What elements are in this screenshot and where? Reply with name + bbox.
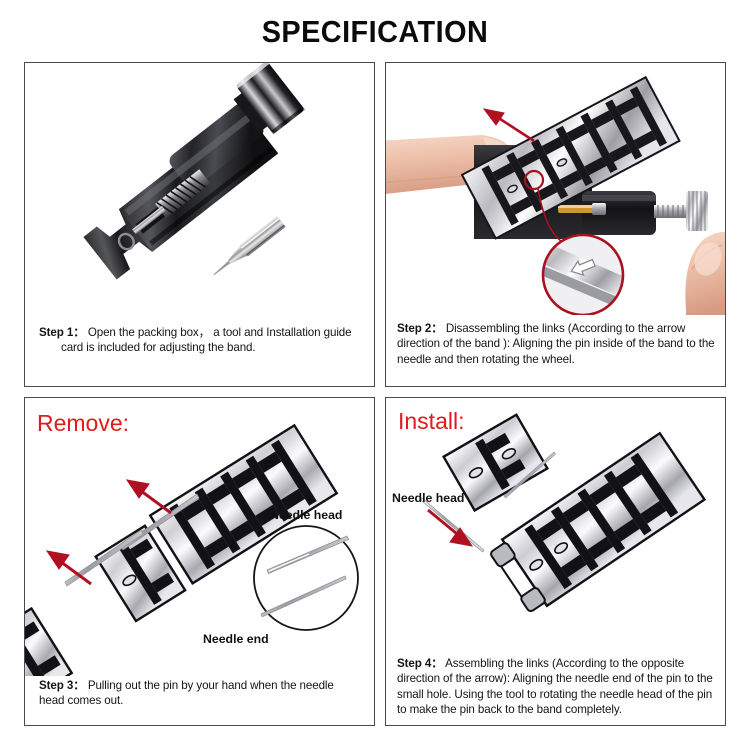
step-4-text-line-1: Assembling the links (According to the o… xyxy=(445,657,685,670)
panel-step-4: Install: xyxy=(385,397,726,726)
step-2-text-line-2: direction of the band ): Aligning the pi… xyxy=(397,337,696,351)
needle-head-label: Needle head xyxy=(392,491,465,505)
step-2-label: Step 2： xyxy=(397,322,443,335)
remove-section-label: Remove: xyxy=(37,410,130,436)
page-title: SPECIFICATION xyxy=(261,14,489,49)
panel-step-3: Remove: xyxy=(24,397,375,726)
step-4-caption: Step 4： Assembling the links (According … xyxy=(397,656,715,718)
panel-1-illustration xyxy=(25,63,374,318)
step-3-label: Step 3： xyxy=(39,679,85,692)
step-2-text-line-3: the needle and then rotating the wheel. xyxy=(397,337,715,366)
step-3-caption: Step 3： Pulling out the pin by your hand… xyxy=(39,678,362,709)
step-2-caption: Step 2： Disassembling the links (Accordi… xyxy=(397,321,716,367)
step-1-label: Step 1： xyxy=(39,326,85,339)
step-3-text-line-1: Pulling out the pin by your hand when th… xyxy=(87,679,334,692)
step-4-text-line-4: the pin to make the pin back to the band… xyxy=(397,687,713,717)
step-4-text-line-3: the small hole. Using the tool to rotati… xyxy=(397,672,713,701)
panel-4-illustration xyxy=(386,398,725,650)
step-3-text-line-2: head comes out. xyxy=(39,694,124,708)
step-4-text-line-2: direction of the arrow): Aligning the ne… xyxy=(397,672,694,686)
step-4-label: Step 4： xyxy=(397,657,443,670)
needle-end-label: Needle end xyxy=(203,632,269,646)
panel-2-illustration xyxy=(386,63,725,315)
panel-step-1: Step 1： Open the packing box， a tool and… xyxy=(24,62,375,387)
step-2-text-line-1: Disassembling the links (According to th… xyxy=(445,322,686,335)
step-1-text-line-2: card is included for adjusting the band. xyxy=(61,341,256,355)
panel-step-2: Step 2： Disassembling the links (Accordi… xyxy=(385,62,726,387)
step-1-text-line-1: Open the packing box， a tool and Install… xyxy=(87,326,352,339)
install-section-label: Install: xyxy=(398,408,465,434)
needle-head-label: Needle head xyxy=(270,508,343,522)
panel-3-illustration xyxy=(25,398,374,676)
step-1-caption: Step 1： Open the packing box， a tool and… xyxy=(39,325,362,356)
